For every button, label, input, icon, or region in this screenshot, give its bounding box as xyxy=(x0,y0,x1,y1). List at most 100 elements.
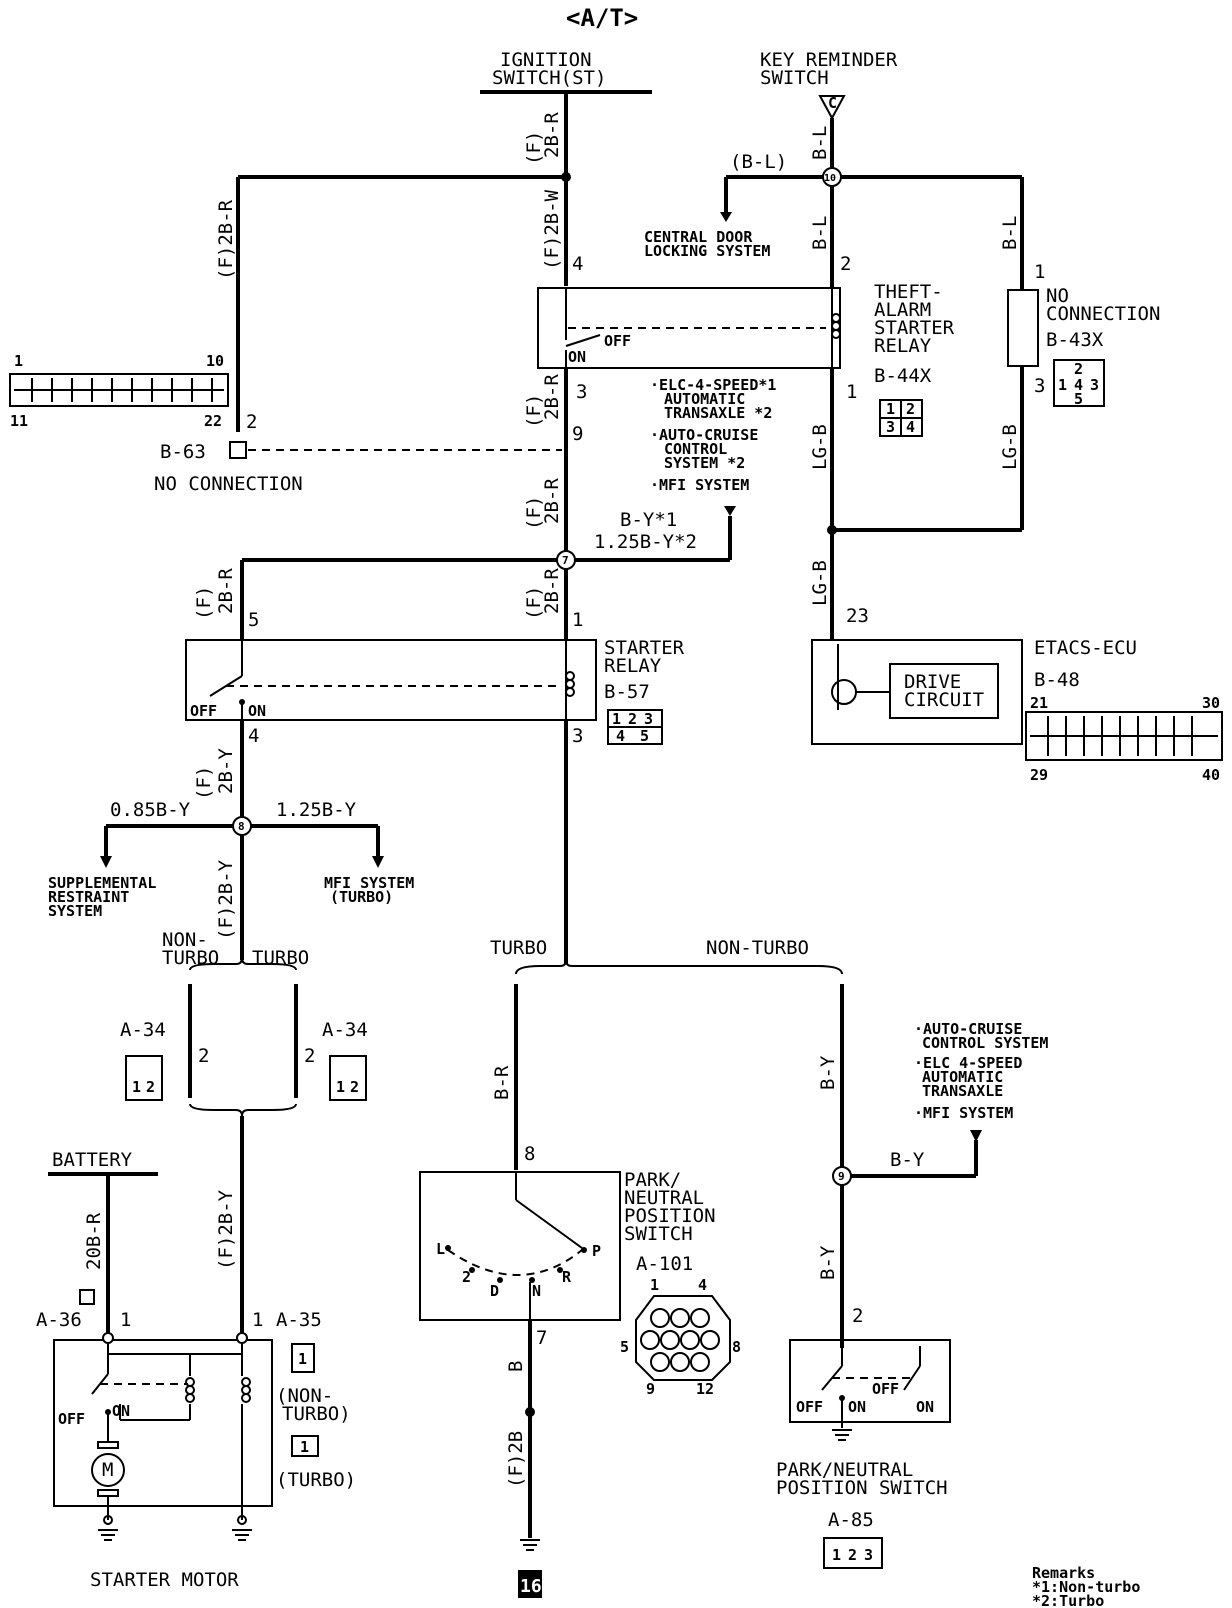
b44x-label: B-44X xyxy=(874,365,932,387)
key-reminder-connector xyxy=(818,95,846,121)
mfi-turbo-label-2: (TURBO) xyxy=(330,888,393,906)
pn-label-4: SWITCH xyxy=(624,1223,693,1245)
b57-pin: 3 xyxy=(644,710,653,728)
a34-conn-pin: 2 xyxy=(146,1078,155,1096)
pn-label-3: POSITION xyxy=(624,1205,716,1227)
sr-pin-3: 3 xyxy=(572,725,583,747)
a35-conn-pin: 1 xyxy=(298,1350,307,1368)
big-connector-grid xyxy=(14,378,224,402)
remarks-2: *2:Turbo xyxy=(1032,1592,1104,1608)
junction-9-label: 9 xyxy=(838,1170,845,1183)
b44x-pin-2: 2 xyxy=(906,400,915,418)
wire-label-085: 0.85B-Y xyxy=(110,799,191,821)
conn-left-1: 1 xyxy=(14,352,23,370)
b43x-body xyxy=(1007,289,1039,367)
b48-grid xyxy=(1030,716,1218,756)
pn-pin-7: 7 xyxy=(536,1327,547,1349)
wire-label-f2bw: (F)2B-W xyxy=(541,189,563,270)
starter-relay-label: STARTER xyxy=(604,637,685,659)
pn-pos xyxy=(497,1277,503,1283)
pn-L: L xyxy=(436,1240,445,1258)
pn-label-2: NEUTRAL xyxy=(624,1187,704,1209)
ground-point-16: 16 xyxy=(520,1576,542,1597)
sr-off: OFF xyxy=(190,702,217,720)
battery-label: BATTERY xyxy=(52,1149,133,1171)
a101-4: 4 xyxy=(698,1276,707,1294)
a35-conn-nonturbo xyxy=(291,1343,315,1373)
b57-pin: 4 xyxy=(616,727,625,745)
wire-label-2by: 2B-Y xyxy=(215,748,237,794)
pn2-on-2: ON xyxy=(916,1398,934,1416)
b43x-conn-pin: 5 xyxy=(1074,390,1083,408)
a36-label: A-36 xyxy=(36,1309,82,1331)
a101-label: A-101 xyxy=(636,1253,693,1275)
wire-label-by-5: B-Y xyxy=(890,1149,925,1171)
pn2-off: OFF xyxy=(796,1398,823,1416)
a34-conn-pin: 1 xyxy=(132,1078,141,1096)
key-reminder-conn-id: C xyxy=(828,94,837,112)
ignition-switch-label-2: SWITCH(ST) xyxy=(492,67,606,89)
ac2-note-2: CONTROL SYSTEM xyxy=(922,1034,1048,1052)
b63-no-connection: NO CONNECTION xyxy=(154,473,303,495)
a85-pin: 3 xyxy=(864,1546,873,1564)
pn-pos xyxy=(529,1277,535,1283)
elc2-note-2: AUTOMATIC xyxy=(922,1068,1003,1086)
a34-conn-pin: 1 xyxy=(336,1078,345,1096)
park-neutral-box xyxy=(419,1171,621,1321)
wire-label-f2by-3: (F)2B-Y xyxy=(215,859,237,940)
terminal xyxy=(103,1515,113,1525)
junction-10-label: 10 xyxy=(824,173,836,184)
wire-label-by-4: B-Y xyxy=(817,1245,839,1280)
no-connection-label: NO xyxy=(1046,285,1069,307)
a35-nonturbo: (NON- xyxy=(276,1385,333,1407)
arrow-elc xyxy=(724,506,736,516)
wire-label-2br-r2: 2B-R xyxy=(541,568,563,614)
drive-circuit-label-2: CIRCUIT xyxy=(904,689,984,711)
conn-left-10: 10 xyxy=(206,352,224,370)
theft-off: OFF xyxy=(604,332,631,350)
coil xyxy=(831,313,841,323)
drive-circuit-label: DRIVE xyxy=(904,671,961,693)
pn2-label-1: PARK/NEUTRAL xyxy=(776,1459,913,1481)
srs-label-3: SYSTEM xyxy=(48,902,102,920)
a85-label: A-85 xyxy=(828,1509,874,1531)
b63-connector xyxy=(229,441,247,459)
theft-switch-arm xyxy=(565,334,601,347)
sr-coil xyxy=(565,671,575,681)
theft-on: ON xyxy=(568,348,586,366)
wire-label-f-l2: (F) xyxy=(193,586,215,620)
a85-pin: 2 xyxy=(848,1546,857,1564)
wire-label-2br: 2B-R xyxy=(541,112,563,158)
ac-note-1: ·AUTO-CRUISE xyxy=(650,426,758,444)
a34-pin-right: 2 xyxy=(304,1045,315,1067)
central-door-label: CENTRAL DOOR xyxy=(644,228,753,246)
elc-note-2: AUTOMATIC xyxy=(664,390,745,408)
pin-3: 3 xyxy=(576,381,587,403)
a85-pin: 1 xyxy=(832,1546,841,1564)
b43x-pin-1: 1 xyxy=(1034,261,1045,283)
a101-connector xyxy=(635,1295,731,1381)
wire-label-bl-2: B-L xyxy=(809,216,831,250)
motor-brush xyxy=(97,1489,119,1497)
wire-label-br: B-R xyxy=(491,1065,513,1100)
arrow-ac2 xyxy=(970,1130,982,1142)
b43x-conn-pin: 4 xyxy=(1074,376,1083,394)
sm-coil xyxy=(241,1377,251,1387)
mfi2-note: ·MFI SYSTEM xyxy=(914,1104,1013,1122)
no-connection-label-2: CONNECTION xyxy=(1046,303,1160,325)
pn2-on: ON xyxy=(848,1398,866,1416)
bracket-bottom-left xyxy=(189,1103,297,1117)
conn-left-22: 22 xyxy=(204,412,222,430)
wire-label-f2br-left: (F)2B-R xyxy=(215,199,237,280)
b44x-pin-1: 1 xyxy=(886,400,895,418)
wire-label-f2by-4: (F)2B-Y xyxy=(215,1189,237,1270)
wire-label-by2: 1.25B-Y*2 xyxy=(594,531,697,553)
wire-label-20br: 20B-R xyxy=(83,1212,105,1270)
b43x-pin-3: 3 xyxy=(1034,375,1045,397)
b48-pin-40: 40 xyxy=(1202,766,1220,784)
b57-pin: 1 xyxy=(612,710,621,728)
sr-on: ON xyxy=(248,702,266,720)
b43x-conn-pin: 3 xyxy=(1090,376,1099,394)
b48-pin-21: 21 xyxy=(1030,694,1048,712)
pn2-label-2: POSITION SWITCH xyxy=(776,1477,948,1499)
